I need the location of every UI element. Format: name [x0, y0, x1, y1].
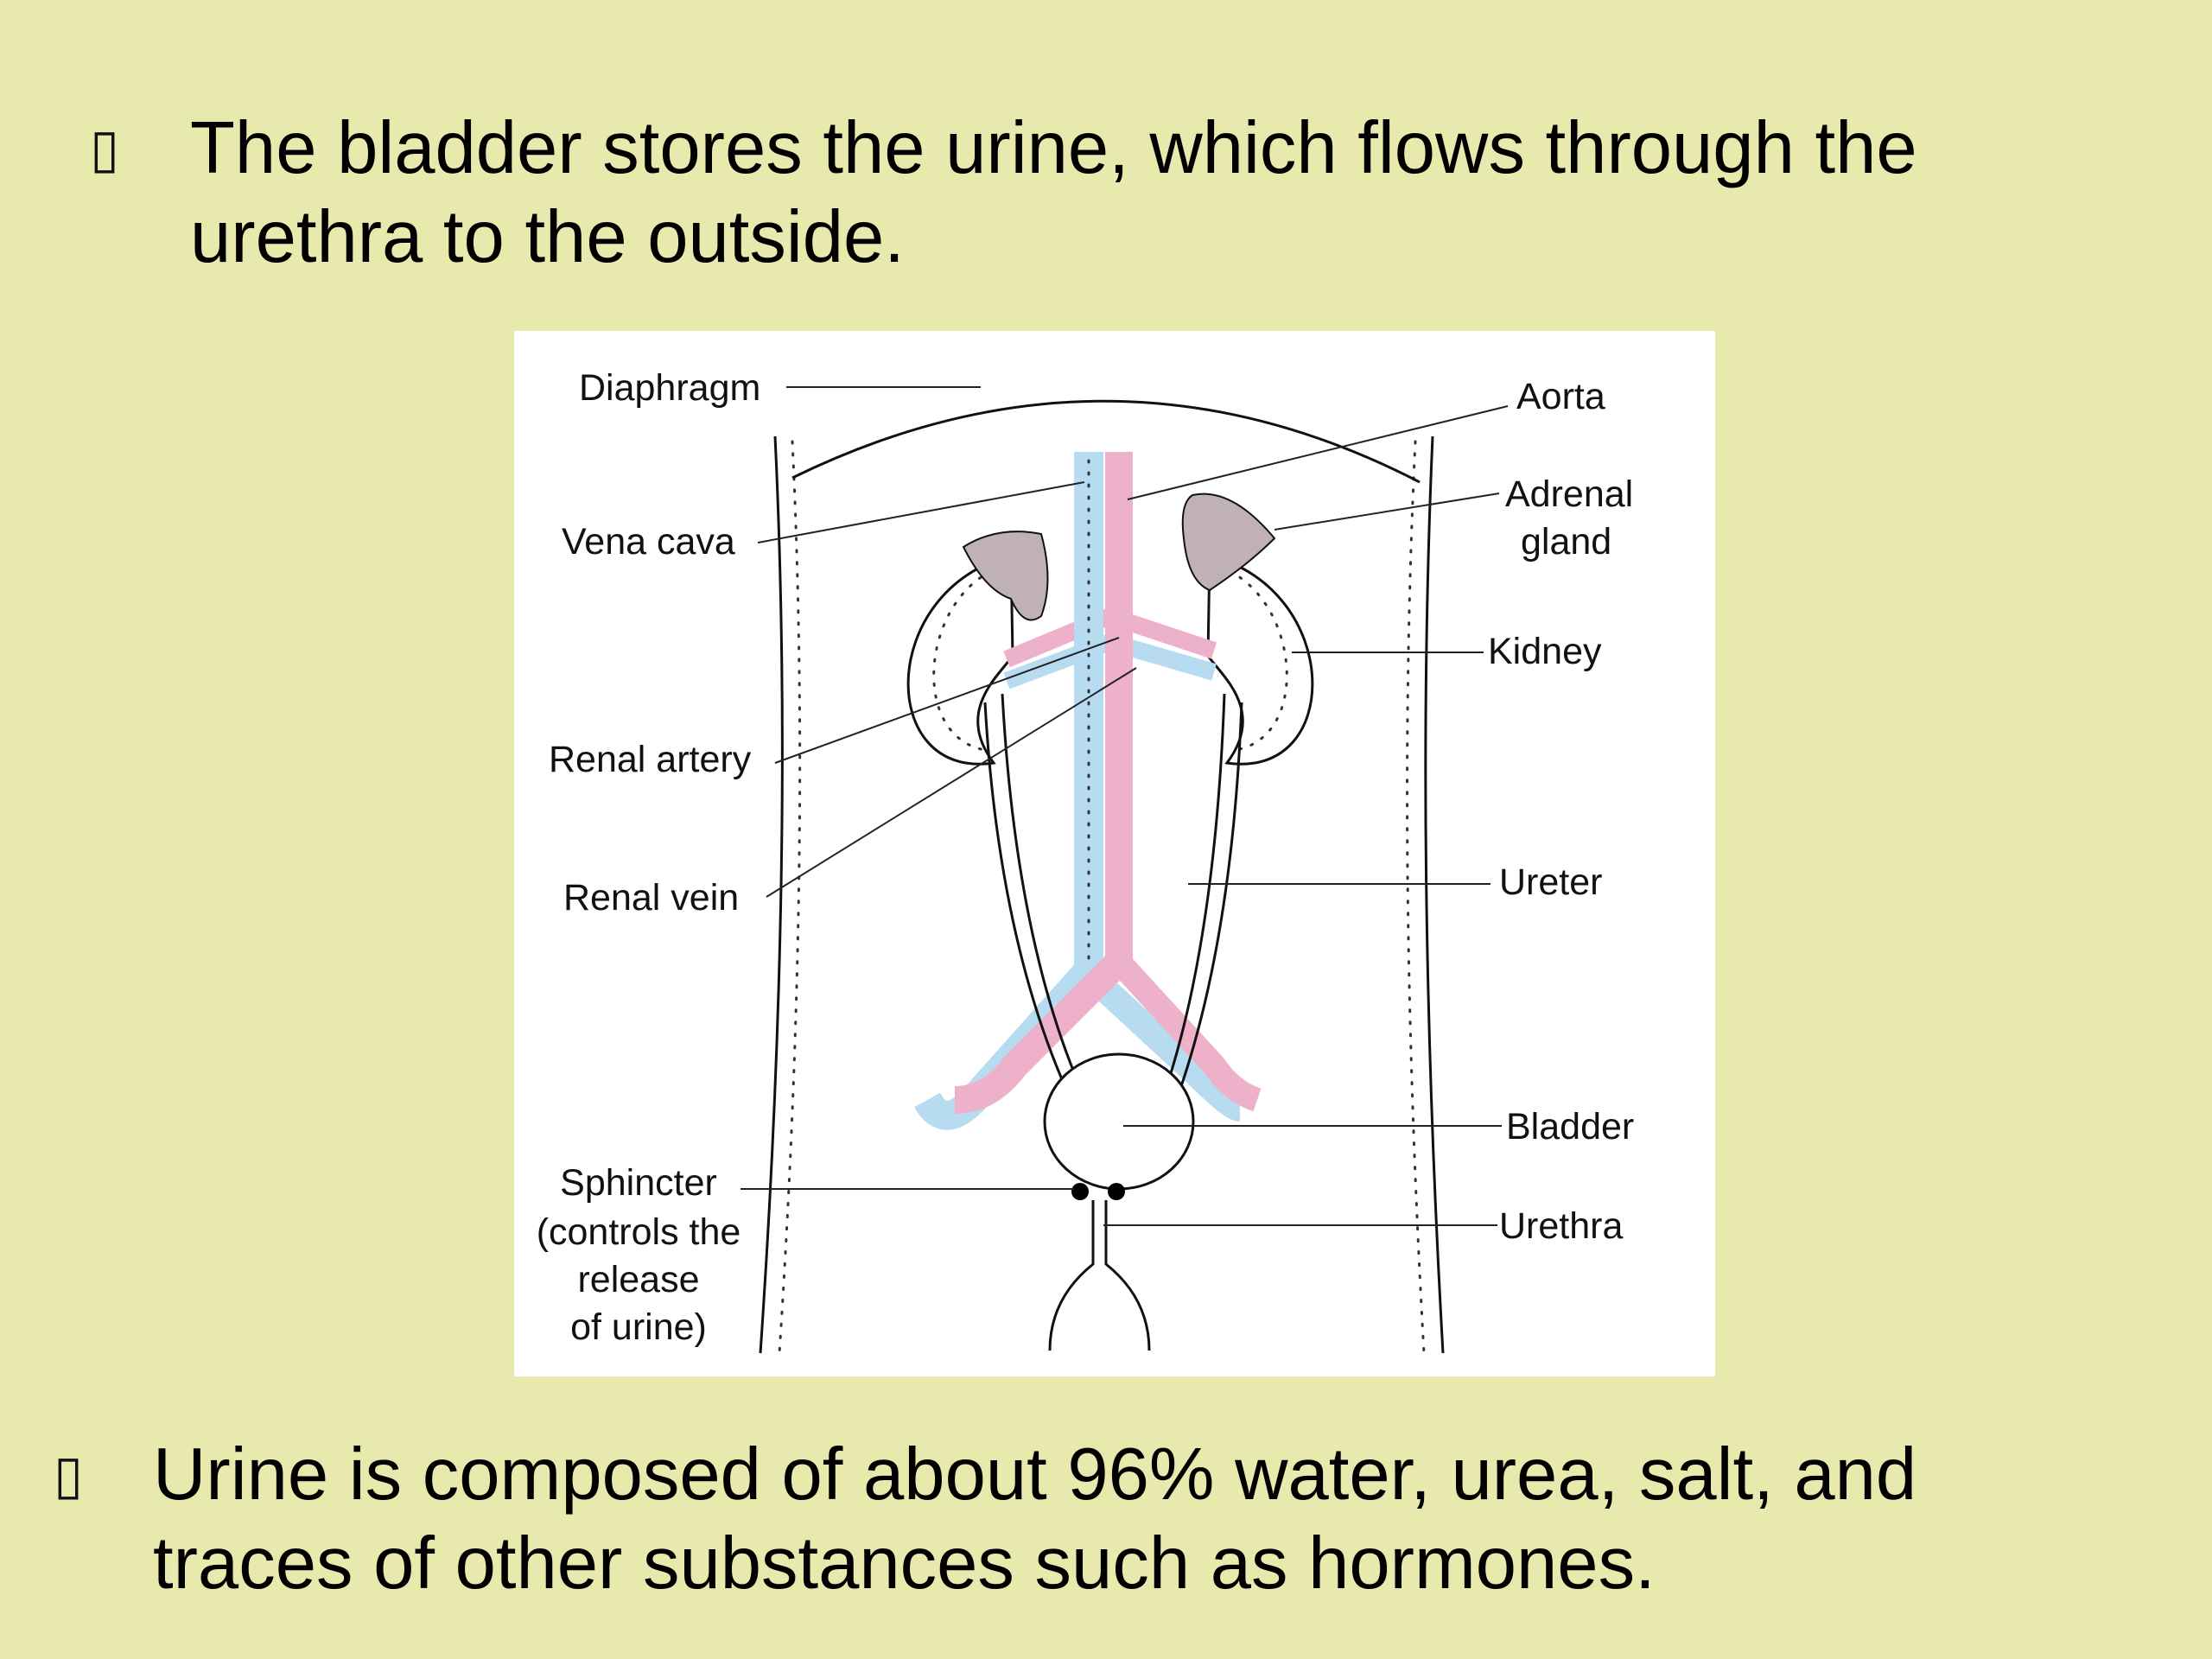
- left-adrenal-gland: [962, 531, 1049, 621]
- label-vena-cava: Vena cava: [562, 521, 735, 563]
- left-ureter-inner: [1001, 693, 1082, 1088]
- bullet-2-line-2: traces of other substances such as hormo…: [153, 1522, 1656, 1605]
- label-renal-vein: Renal vein: [563, 877, 739, 918]
- right-ureter-inner: [1165, 693, 1226, 1088]
- label-adrenal-line-2: gland: [1521, 521, 1611, 563]
- sphincter-dot-left: [1071, 1183, 1089, 1200]
- label-urethra: Urethra: [1499, 1205, 1623, 1247]
- bullet-marker-icon: ▯: [54, 1443, 84, 1506]
- bullet-1-text: The bladder stores the urine, which flow…: [190, 104, 1917, 282]
- bullet-1-line-2: urethra to the outside.: [190, 196, 905, 278]
- label-sphincter-line-2: (controls the: [537, 1211, 741, 1253]
- urinary-system-diagram: Diaphragm Aorta Vena cava Adrenal gland …: [514, 331, 1715, 1376]
- right-adrenal-gland: [1181, 493, 1276, 592]
- bullet-marker-icon: ▯: [90, 117, 120, 180]
- label-sphincter-line-1: Sphincter: [560, 1162, 717, 1204]
- right-kidney: [1206, 554, 1314, 766]
- label-aorta: Aorta: [1516, 376, 1605, 417]
- left-ureter: [983, 702, 1069, 1092]
- label-bladder: Bladder: [1506, 1106, 1634, 1147]
- sphincter-dot-right: [1108, 1183, 1125, 1200]
- aorta-vessel: [954, 452, 1133, 1114]
- diaphragm-shape: [791, 399, 1421, 484]
- body-outline: [759, 435, 1445, 1355]
- label-diaphragm: Diaphragm: [579, 367, 760, 409]
- label-ureter: Ureter: [1499, 861, 1602, 903]
- bullet-1-line-1: The bladder stores the urine, which flow…: [190, 107, 1917, 189]
- bladder-shape: [1043, 1052, 1195, 1191]
- label-sphincter-line-3: release: [577, 1259, 699, 1300]
- label-sphincter-line-4: of urine): [570, 1306, 707, 1348]
- label-renal-artery: Renal artery: [549, 739, 752, 780]
- diagram-svg: Diaphragm Aorta Vena cava Adrenal gland …: [537, 367, 1634, 1355]
- iliac-artery-vessel: [1109, 953, 1262, 1112]
- bullet-2-line-1: Urine is composed of about 96% water, ur…: [153, 1433, 1917, 1516]
- label-kidney: Kidney: [1488, 631, 1602, 672]
- label-adrenal-line-1: Adrenal: [1505, 474, 1633, 515]
- bullet-2-text: Urine is composed of about 96% water, ur…: [153, 1430, 1916, 1608]
- urethra-shape: [1048, 1200, 1151, 1351]
- iliac-vein-vessel: [1075, 960, 1243, 1122]
- right-ureter: [1178, 702, 1243, 1092]
